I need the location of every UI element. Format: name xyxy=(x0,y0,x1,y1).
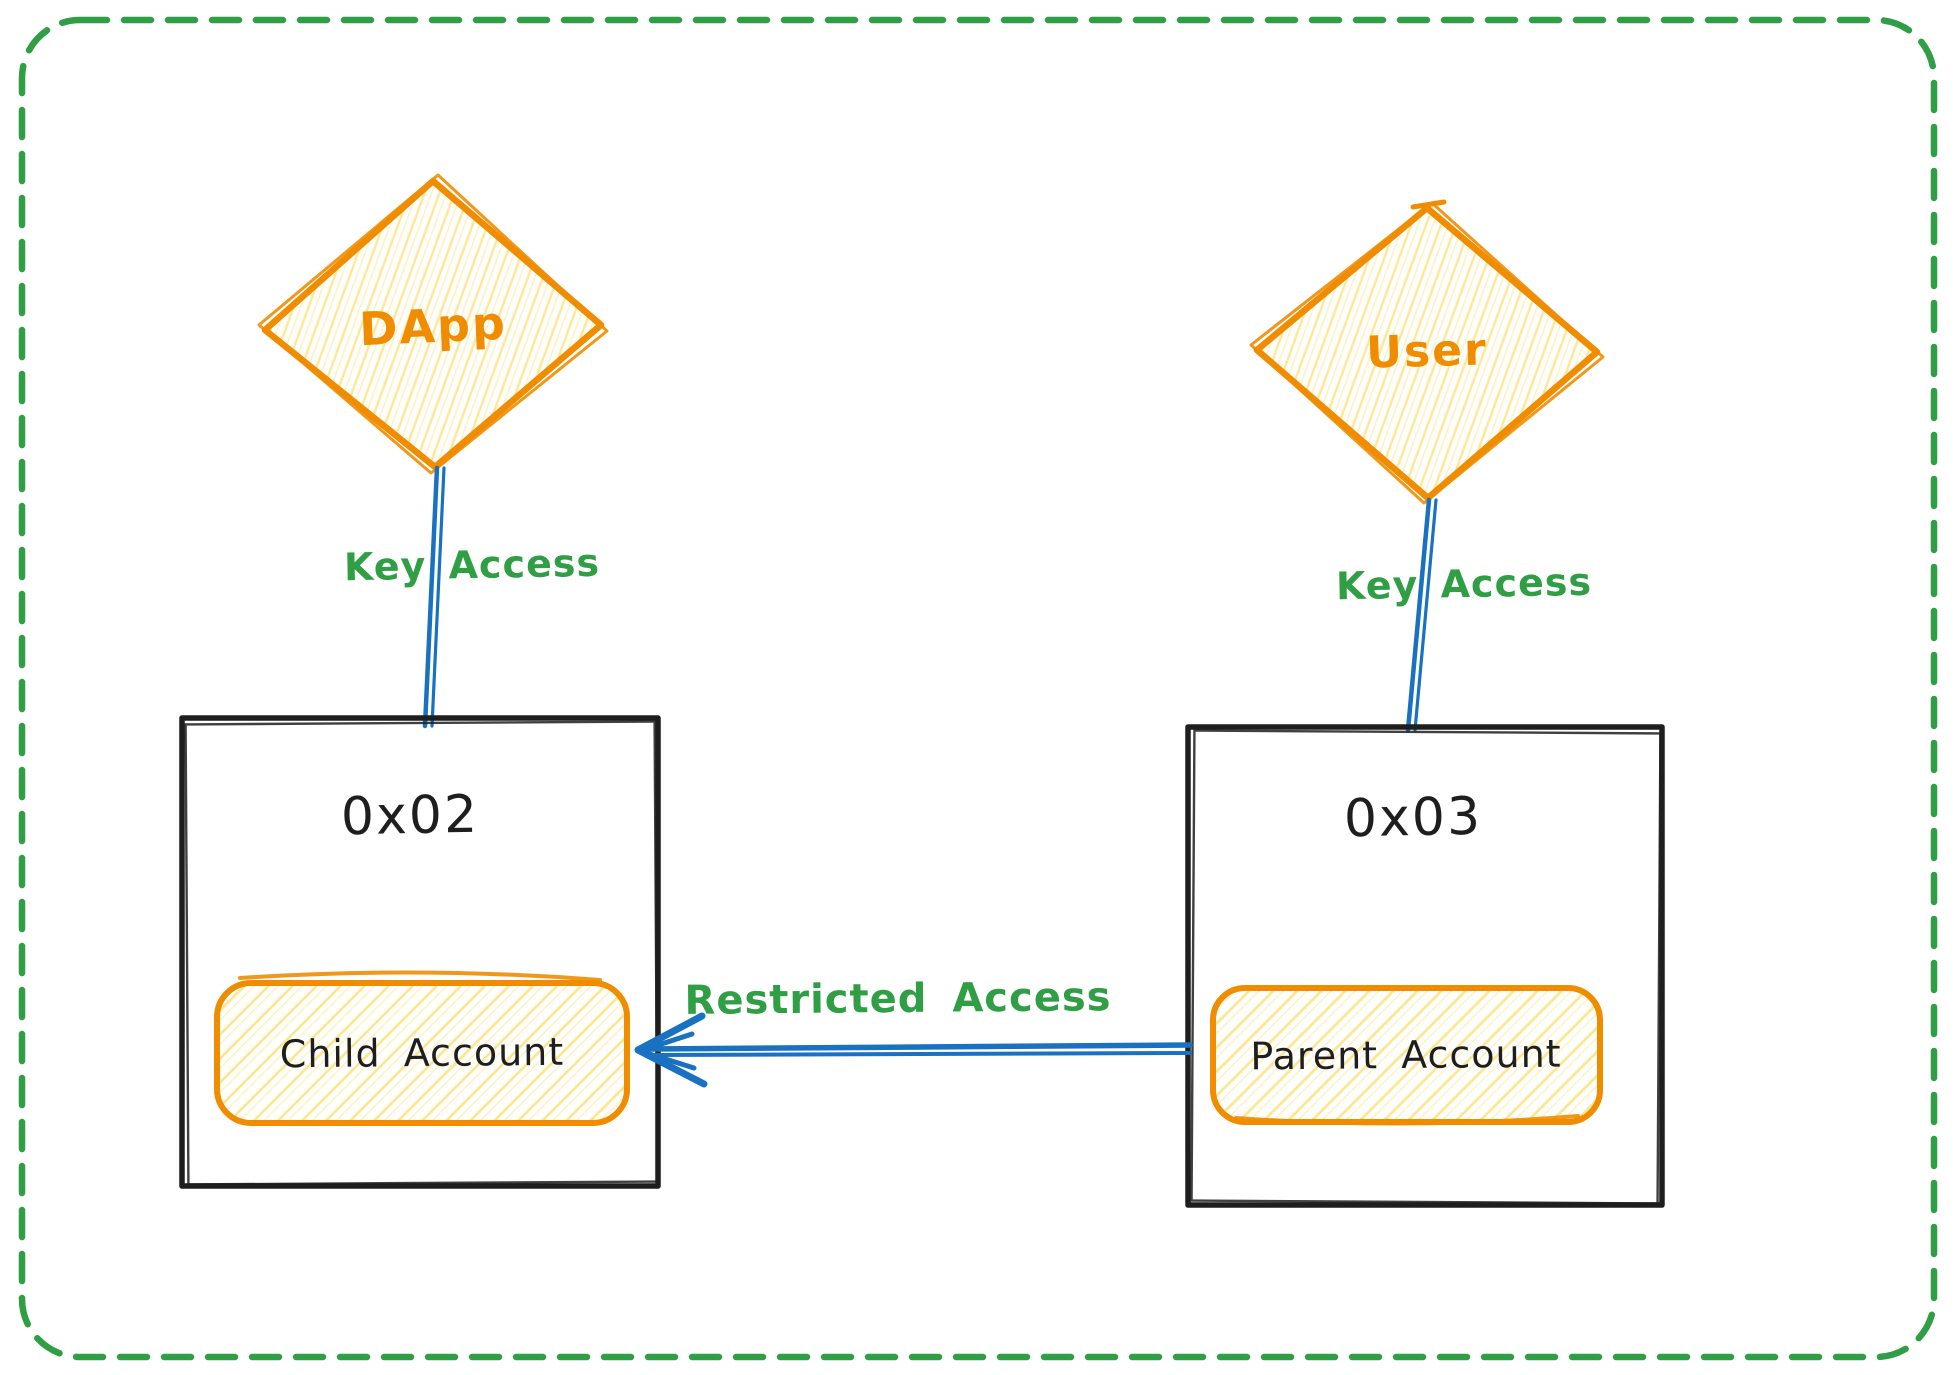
key-access-edge-left xyxy=(422,465,446,729)
child-account-box xyxy=(179,715,661,1189)
key-access-edge-right xyxy=(1405,497,1438,733)
dapp-label: DApp xyxy=(358,295,508,357)
child-account-pill xyxy=(214,970,630,1126)
parent-account-label: Parent Account xyxy=(1250,1031,1562,1079)
user-label: User xyxy=(1365,324,1489,379)
parent-account-box xyxy=(1185,724,1665,1208)
key-access-label-right: Key Access xyxy=(1335,559,1593,609)
parent-account-pill xyxy=(1210,985,1603,1126)
child-account-label: Child Account xyxy=(279,1029,565,1077)
parent-box-address: 0x03 xyxy=(1343,786,1483,850)
key-access-label-left: Key Access xyxy=(343,540,601,590)
restricted-access-arrow xyxy=(634,1012,1193,1088)
dashed-frame xyxy=(18,16,1938,1361)
restricted-access-label: Restricted Access xyxy=(684,974,1112,1024)
child-box-address: 0x02 xyxy=(340,784,480,848)
